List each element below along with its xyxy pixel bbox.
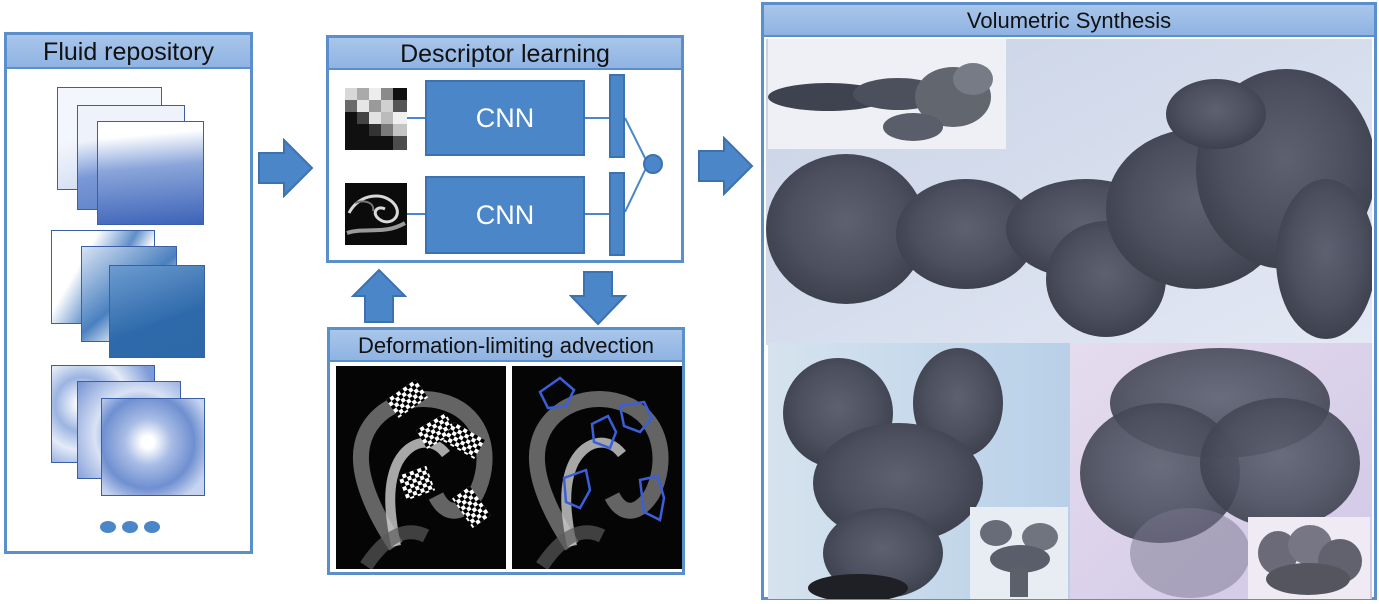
volumetric-synthesis-panel: Volumetric Synthesis xyxy=(761,2,1377,600)
volume-slice xyxy=(97,121,204,225)
connector-line xyxy=(585,213,609,215)
fluid-volume-stack-3 xyxy=(51,365,207,500)
arrow-right-icon xyxy=(698,136,754,196)
descriptor-merge-icon xyxy=(625,117,663,213)
advection-deformed-region-image xyxy=(512,366,682,569)
ellipsis-dot xyxy=(144,521,160,533)
connector-line xyxy=(585,117,609,119)
descriptor-learning-panel: Descriptor learning CNN CNN xyxy=(326,35,684,263)
connector-line xyxy=(407,213,425,215)
volumetric-synthesis-title: Volumetric Synthesis xyxy=(764,5,1374,37)
advection-title: Deformation-limiting advection xyxy=(330,330,682,362)
arrow-down-icon xyxy=(569,271,627,326)
advection-panel: Deformation-limiting advection xyxy=(327,327,685,575)
fluid-repository-title: Fluid repository xyxy=(7,35,250,69)
synthesized-smoke-jet-image xyxy=(766,39,1372,345)
cnn-block-top: CNN xyxy=(425,80,585,156)
advection-checkerboard-image xyxy=(336,366,506,569)
volume-slice xyxy=(101,398,205,496)
fluid-volume-stack-1 xyxy=(57,87,207,227)
feature-vector-top xyxy=(609,74,625,158)
vorticity-patch-image xyxy=(345,183,407,245)
arrow-right-icon xyxy=(258,138,314,198)
coarse-simulation-inset-left xyxy=(970,507,1068,599)
ellipsis-dots-icon xyxy=(100,521,160,535)
fluid-repository-panel: Fluid repository xyxy=(4,32,253,554)
ellipsis-dot xyxy=(122,521,138,533)
connector-line xyxy=(407,117,425,119)
descriptor-learning-title: Descriptor learning xyxy=(329,38,681,70)
cnn-block-bottom: CNN xyxy=(425,176,585,254)
feature-vector-bottom xyxy=(609,172,625,256)
ellipsis-dot xyxy=(100,521,116,533)
fluid-volume-stack-2 xyxy=(51,230,207,360)
coarse-simulation-inset-top xyxy=(768,39,1006,149)
arrow-up-icon xyxy=(351,268,407,323)
density-patch-image xyxy=(345,88,407,150)
coarse-simulation-inset-right xyxy=(1248,517,1370,599)
volume-slice xyxy=(109,265,205,358)
synthesized-smoke-plume-image-right xyxy=(1070,343,1372,599)
